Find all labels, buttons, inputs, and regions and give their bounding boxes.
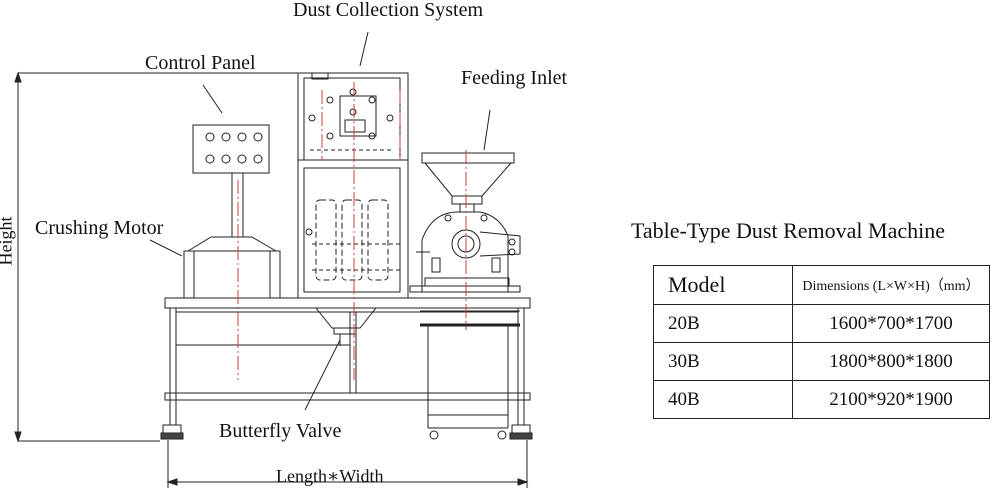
- crusher-body: [409, 211, 521, 293]
- control-panel: [192, 124, 270, 238]
- table-row: 40B 2100*920*1900: [653, 380, 990, 419]
- crushing-motor-label: Crushing Motor: [35, 217, 164, 239]
- model-cell: 30B: [653, 342, 793, 381]
- model-cell: 20B: [653, 304, 793, 343]
- feeding-inlet-label: Feeding Inlet: [461, 67, 568, 89]
- table-frame: [160, 297, 533, 440]
- butterfly-valve: [315, 307, 425, 346]
- table-row: 30B 1800*800*1800: [653, 342, 990, 381]
- table-header-row: Model Dimensions (L×W×H)（mm）: [653, 265, 990, 305]
- dimensions-cell: 2100*920*1900: [792, 380, 990, 419]
- height-label: Height: [0, 216, 16, 266]
- control-panel-label: Control Panel: [145, 52, 256, 74]
- length-width-label: Length∗Width: [276, 466, 384, 486]
- feeding-hopper: [421, 152, 515, 213]
- crushing-motor: [183, 236, 281, 299]
- dust-collection-label: Dust Collection System: [293, 0, 483, 21]
- dust-collection-cabinet: [297, 72, 409, 299]
- length-dimension-line: [166, 440, 529, 488]
- center-lines: [237, 82, 467, 380]
- butterfly-valve-label: Butterfly Valve: [219, 420, 342, 442]
- height-dimension-line: [14, 71, 298, 443]
- dimensions-header: Dimensions (L×W×H)（mm）: [792, 265, 990, 305]
- dimensions-cell: 1800*800*1800: [792, 342, 990, 381]
- spec-table-title: Table-Type Dust Removal Machine: [631, 218, 945, 243]
- spec-table: Model Dimensions (L×W×H)（mm） 20B 1600*70…: [653, 265, 990, 419]
- model-header: Model: [653, 265, 793, 305]
- table-row: 20B 1600*700*1700: [653, 304, 990, 343]
- dimensions-cell: 1600*700*1700: [792, 304, 990, 343]
- model-cell: 40B: [653, 380, 793, 419]
- filter-cartridges: [315, 199, 389, 281]
- collection-bin: [420, 310, 520, 440]
- leader-lines: [149, 31, 491, 411]
